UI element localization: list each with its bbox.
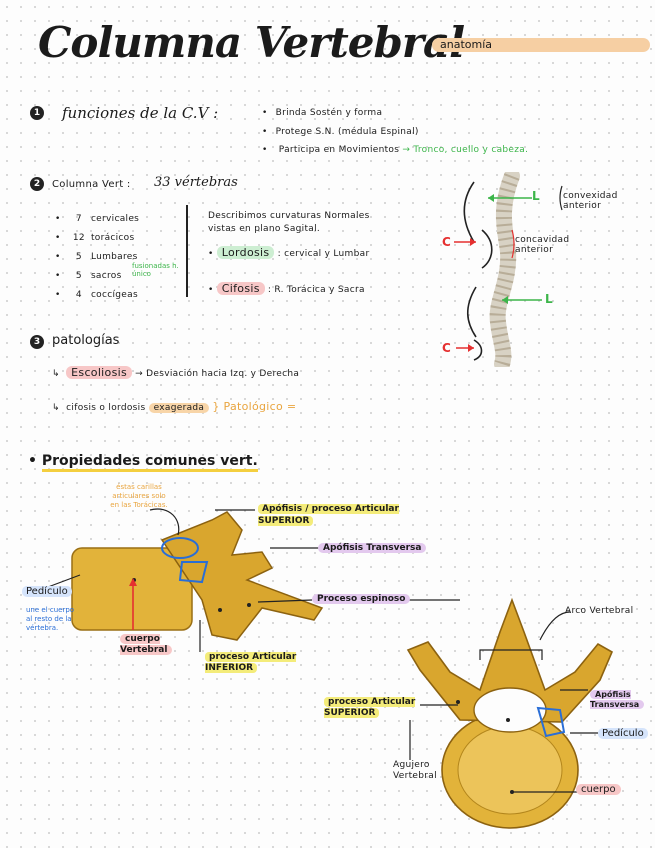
apofisis-transversa-label: Apófisis Transversa — [318, 543, 427, 553]
superior-arrows — [409, 611, 598, 793]
vertebrae-count: 33 vértebras — [154, 175, 238, 190]
divider-line — [186, 205, 188, 297]
section-3-marker: 3 — [30, 335, 44, 349]
concavidad-label: concavidad anterior — [515, 235, 570, 255]
escoliosis-desc: → Desviación hacia Izq. y Derecha — [135, 369, 300, 379]
cifosis-label: Cifosis — [216, 282, 265, 295]
apofisis-transversa-2-label: Apófisis Transversa — [590, 690, 650, 710]
lateral-vertebra-illustration — [71, 511, 324, 641]
fused-note: fusionadas h. único — [132, 262, 179, 278]
proceso-superior-2-label: proceso Articular SUPERIOR — [324, 697, 416, 718]
exagerada-label: exagerada — [148, 403, 210, 413]
spine-illustration — [454, 172, 563, 367]
carillas-note: éstas carillas articulares solo en las T… — [110, 483, 168, 509]
funcion-item-3-prefix: Participa en Movimientos — [278, 145, 400, 155]
label-L-bottom: L — [545, 292, 553, 306]
convexidad-label: convexidad anterior — [563, 191, 618, 211]
cuerpo-vertebral-label: cuerpo Vertebral — [120, 634, 180, 656]
cifosis-line: • Cifosis : R. Torácica y Sacra — [208, 282, 365, 295]
lordosis-label: Lordosis — [216, 246, 275, 259]
pediculo-note: une el cuerpo al resto de la vértebra. — [26, 606, 75, 632]
patologico-label: } Patológico = — [212, 400, 297, 413]
cifosis-desc: : R. Torácica y Sacra — [267, 285, 365, 295]
apofisis-superior-label: Apófisis / proceso Articular SUPERIOR — [258, 504, 399, 526]
topic-tag: anatomía — [432, 38, 650, 52]
funcion-item-3-highlight: → Tronco, cuello y cabeza. — [402, 145, 529, 155]
section-4-title: • Propiedades comunes vert. — [28, 453, 258, 472]
curvatures-desc: Describimos curvaturas Normales vistas e… — [208, 211, 370, 234]
section-2-label: Columna Vert : — [52, 179, 131, 190]
label-L-top: L — [532, 189, 540, 203]
funcion-item-1: Brinda Sostén y forma — [262, 108, 382, 118]
section-1-marker: 1 — [30, 106, 44, 120]
superior-vertebra-illustration — [406, 597, 614, 829]
arco-vertebral-label: Arco Vertebral — [565, 606, 634, 616]
pediculo-label: Pedículo — [22, 586, 72, 597]
cifosis-lordosis-text: cifosis o lordosis — [66, 403, 146, 413]
proceso-inferior-label: proceso Articular INFERIOR — [205, 652, 297, 673]
escoliosis-label: Escoliosis — [66, 366, 132, 379]
funcion-item-3: Participa en Movimientos → Tronco, cuell… — [262, 145, 528, 155]
label-C-bottom: C — [442, 341, 451, 355]
section-1-label: funciones de la C.V : — [62, 104, 219, 122]
lordosis-desc: : cervical y Lumbar — [277, 249, 370, 259]
escoliosis-line: ↳ Escoliosis → Desviación hacia Izq. y D… — [52, 366, 300, 379]
label-C-top: C — [442, 235, 451, 249]
proceso-espinoso-label: Proceso espinoso — [312, 594, 411, 604]
lordosis-line: • Lordosis : cervical y Lumbar — [208, 246, 370, 259]
cuerpo-label: cuerpo — [576, 784, 621, 795]
section-2-marker: 2 — [30, 177, 44, 191]
funcion-item-2: Protege S.N. (médula Espinal) — [262, 127, 419, 137]
page-title: Columna Vertebral — [38, 18, 465, 67]
section-3-label: patologías — [52, 333, 120, 348]
cifosis-lordosis-line: ↳ cifosis o lordosis exagerada } Patológ… — [52, 400, 297, 413]
agujero-vertebral-label: Agujero Vertebral — [393, 760, 437, 781]
pediculo-2-label: Pedículo — [598, 728, 648, 739]
